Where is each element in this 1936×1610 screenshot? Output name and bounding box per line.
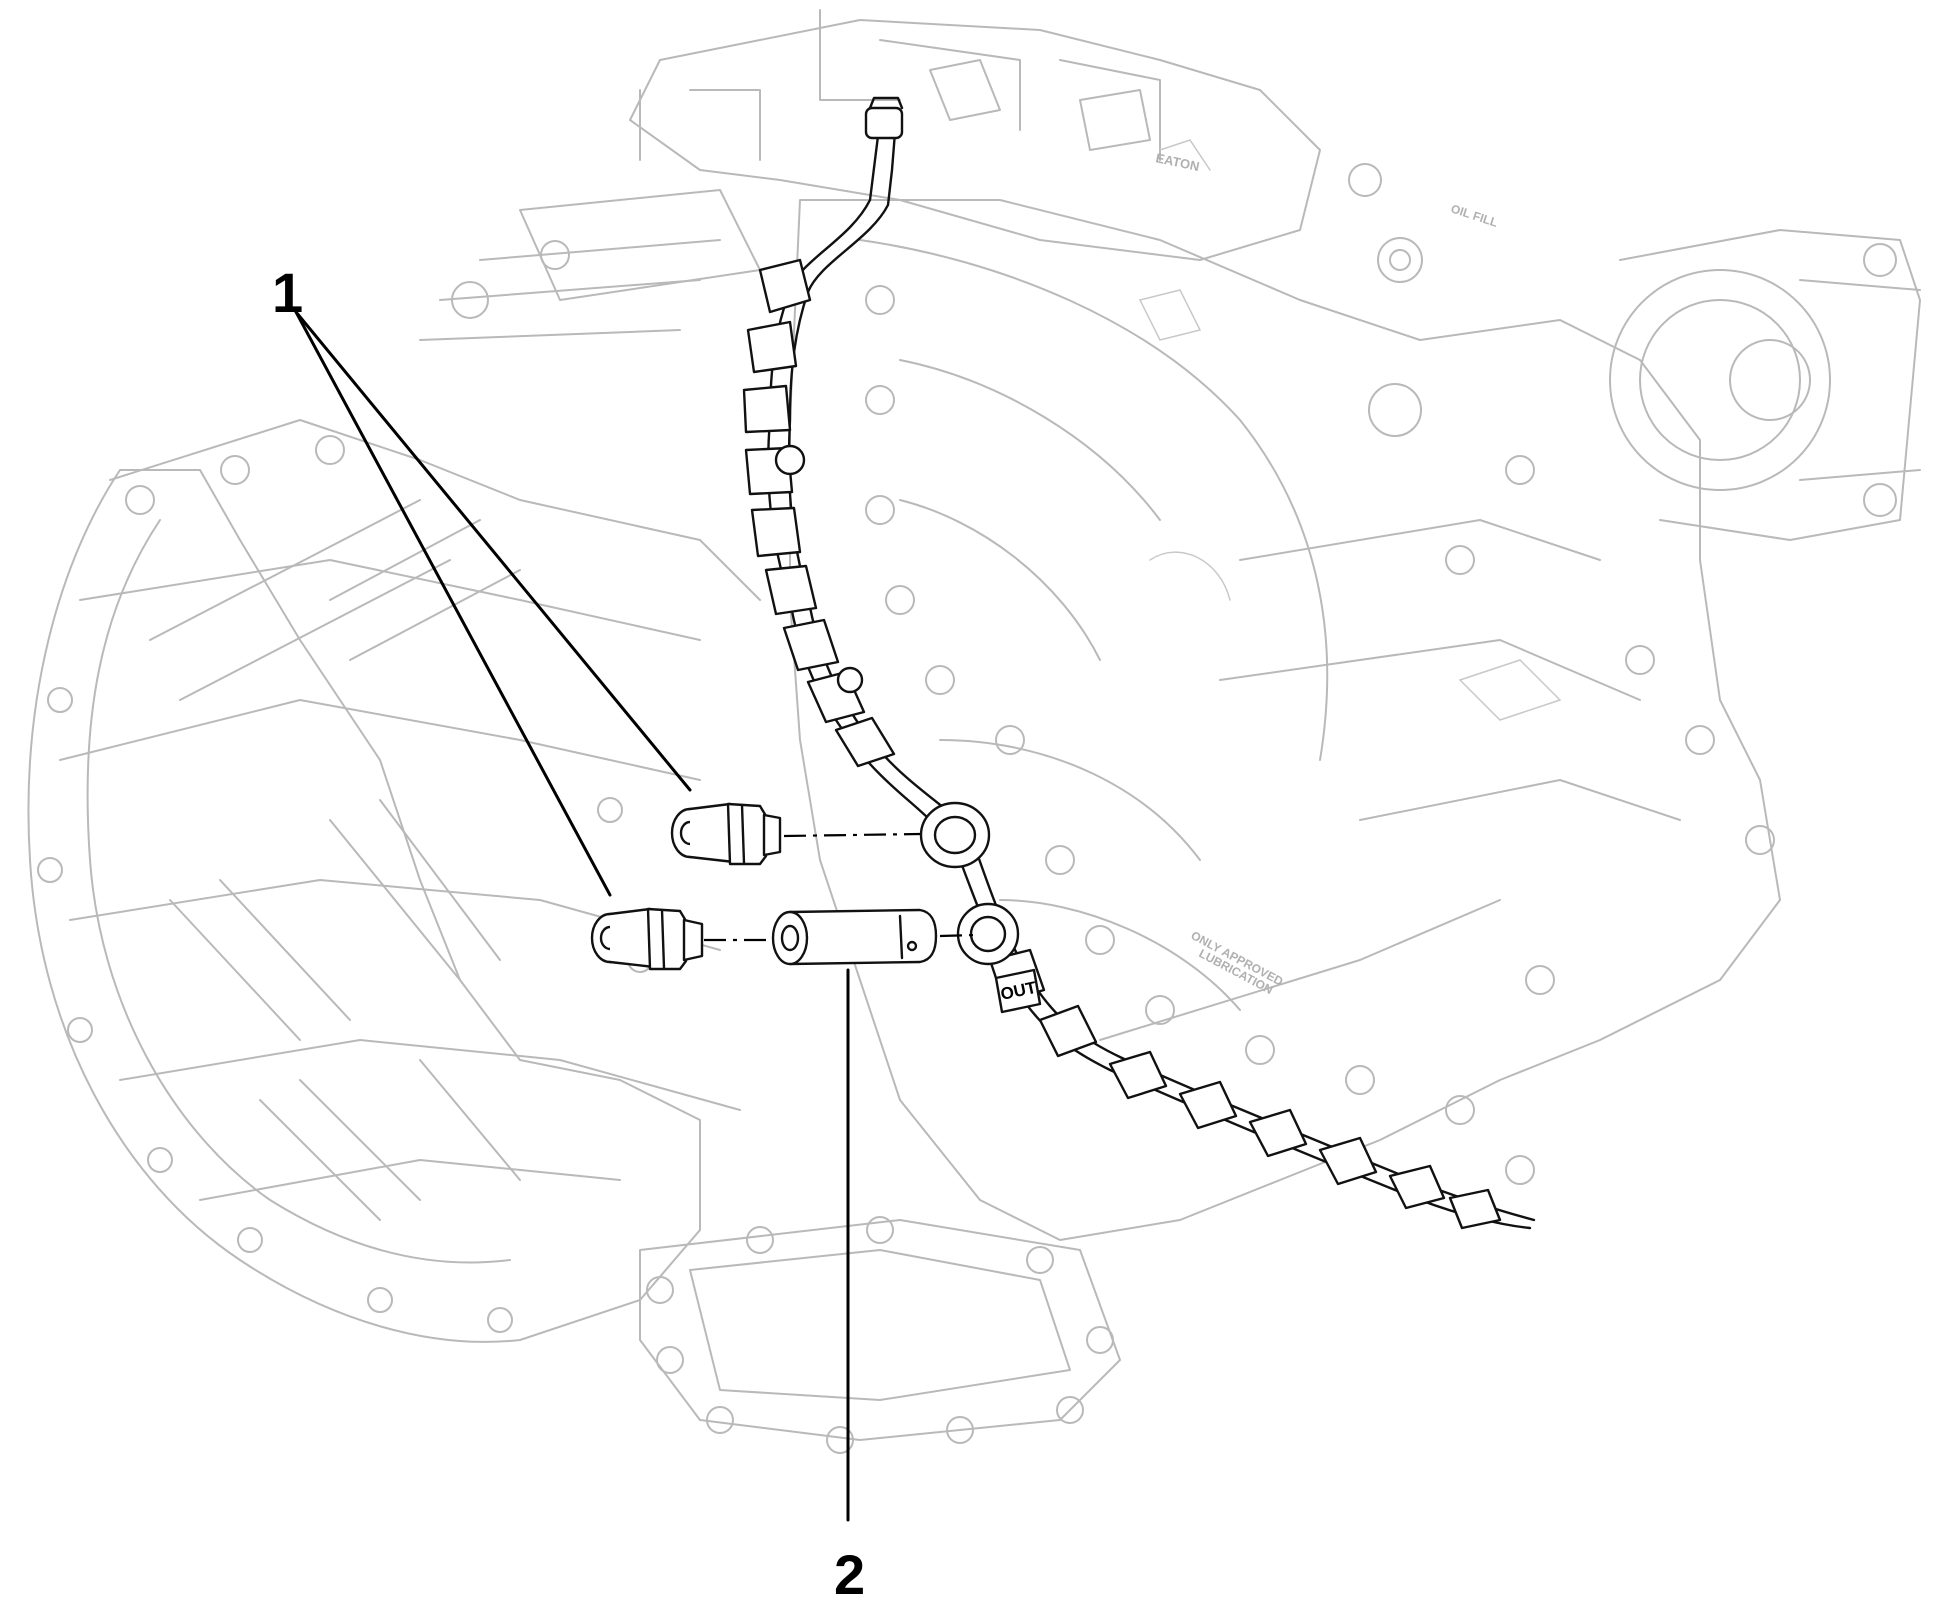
tube-adapter	[771, 908, 938, 966]
oil-fill-plug	[1377, 237, 1423, 283]
callout-1: 1	[272, 261, 303, 324]
cooler-line-lower	[958, 858, 1532, 1230]
output-yoke	[1609, 229, 1921, 541]
bell-housing-inner	[86, 519, 511, 1264]
callout-leaders	[294, 310, 850, 1522]
brand-text: EATON	[1154, 150, 1200, 174]
transmission-housing: OIL FILL EATON ONLY APPROVED LUBRICATION	[27, 9, 1921, 1454]
pto-cover	[639, 1219, 1121, 1441]
main-case	[789, 199, 1781, 1241]
bell-bolt-bosses	[37, 435, 653, 1333]
leader-1b	[294, 310, 612, 897]
line-clips	[742, 258, 896, 768]
top-fitting	[864, 106, 904, 140]
assembly-centerlines	[704, 832, 976, 942]
oil-fill-text: OIL FILL	[1449, 202, 1499, 230]
callout-2: 2	[834, 1543, 865, 1605]
control-module	[629, 19, 1321, 261]
case-bolts	[865, 285, 1775, 1185]
leader-1a	[294, 310, 692, 792]
lower-clips	[988, 948, 1502, 1230]
bell-housing-outline	[27, 469, 701, 1343]
fitting-upper	[670, 802, 782, 866]
fitting-lower	[590, 907, 704, 971]
out-tag	[994, 968, 1042, 1014]
cooler-line-assembly: OUT	[742, 96, 1536, 1230]
bell-flange	[109, 419, 761, 601]
